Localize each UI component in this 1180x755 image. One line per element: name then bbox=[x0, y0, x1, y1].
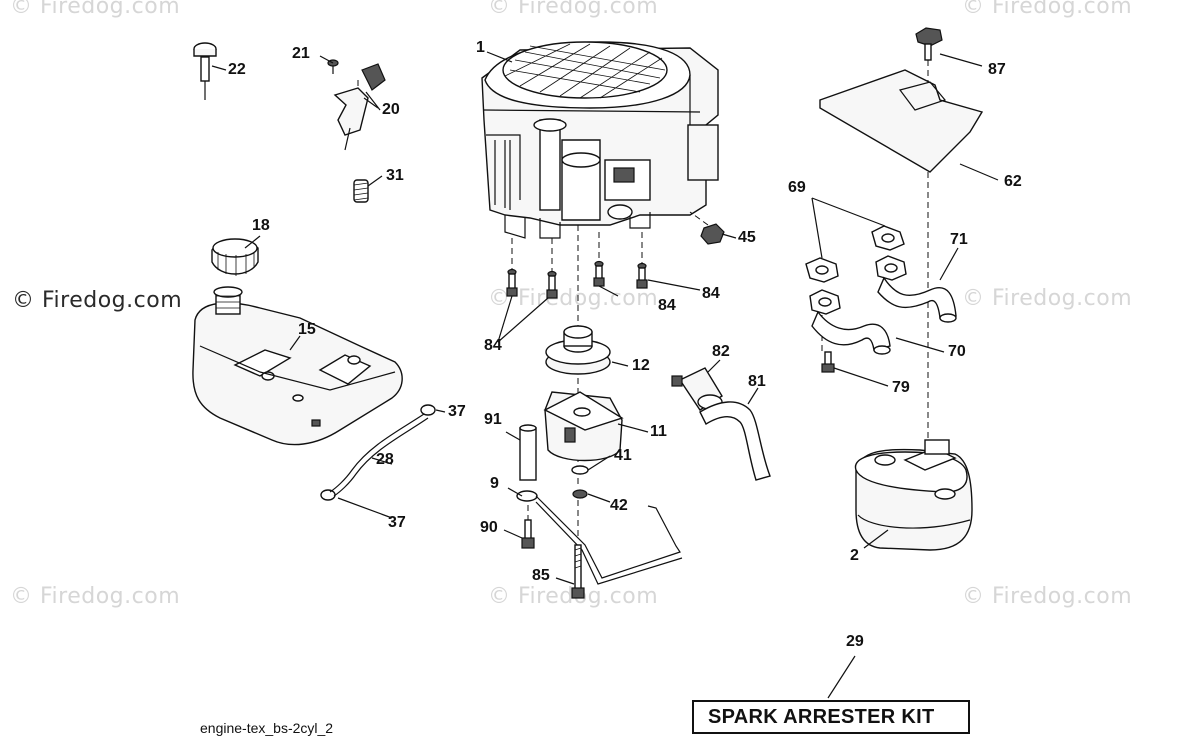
callout-2: 2 bbox=[850, 547, 859, 564]
callout-84-middle: 84 bbox=[658, 297, 676, 314]
part-9 bbox=[516, 490, 683, 585]
watermark: © Firedog.com bbox=[488, 0, 659, 19]
watermark: © Firedog.com bbox=[10, 584, 181, 609]
callout-31: 31 bbox=[386, 167, 404, 184]
callout-81: 81 bbox=[748, 373, 766, 390]
callout-20: 20 bbox=[382, 101, 400, 118]
part-85 bbox=[571, 544, 585, 599]
callout-82: 82 bbox=[712, 343, 730, 360]
watermark: © Firedog.com bbox=[962, 286, 1133, 311]
part-15 bbox=[192, 286, 403, 446]
part-71 bbox=[877, 276, 957, 323]
callout-21: 21 bbox=[292, 45, 310, 62]
callout-37-top: 37 bbox=[448, 403, 466, 420]
callout-70: 70 bbox=[948, 343, 966, 360]
part-20-21 bbox=[327, 59, 386, 151]
callout-29: 29 bbox=[846, 633, 864, 650]
part-87 bbox=[915, 27, 943, 61]
part-2 bbox=[854, 439, 973, 551]
part-11 bbox=[543, 391, 624, 462]
part-28-37 bbox=[320, 404, 436, 501]
callout-42: 42 bbox=[610, 497, 628, 514]
callout-85: 85 bbox=[532, 567, 550, 584]
leader-lines bbox=[211, 51, 999, 585]
callout-22: 22 bbox=[228, 61, 246, 78]
callout-79: 79 bbox=[892, 379, 910, 396]
watermark: © Firedog.com bbox=[962, 0, 1133, 19]
callout-45: 45 bbox=[738, 229, 756, 246]
callout-71: 71 bbox=[950, 231, 968, 248]
callout-18: 18 bbox=[252, 217, 270, 234]
callout-28: 28 bbox=[376, 451, 394, 468]
callout-69: 69 bbox=[788, 179, 806, 196]
part-81 bbox=[699, 401, 771, 481]
diagram-caption: engine-tex_bs-2cyl_2 bbox=[200, 720, 334, 736]
part-90 bbox=[521, 519, 535, 549]
part-91 bbox=[519, 424, 537, 481]
part-82 bbox=[671, 367, 723, 411]
callout-84-right: 84 bbox=[702, 285, 720, 302]
callout-15: 15 bbox=[298, 321, 316, 338]
engine-part-1 bbox=[481, 41, 719, 239]
bolts-84 bbox=[506, 260, 648, 299]
callout-12: 12 bbox=[632, 357, 650, 374]
part-42 bbox=[572, 489, 588, 499]
part-70 bbox=[811, 310, 891, 355]
callout-1: 1 bbox=[476, 39, 485, 56]
callout-91: 91 bbox=[484, 411, 502, 428]
part-12 bbox=[545, 325, 611, 375]
callout-11: 11 bbox=[650, 423, 667, 440]
watermark: © Firedog.com bbox=[10, 0, 181, 19]
watermark-prominent: © Firedog.com bbox=[12, 288, 183, 313]
spark-arrester-kit-label: SPARK ARRESTER KIT bbox=[692, 700, 970, 734]
watermark: © Firedog.com bbox=[962, 584, 1133, 609]
part-69 bbox=[805, 225, 907, 315]
part-62 bbox=[819, 69, 984, 173]
callout-90: 90 bbox=[480, 519, 498, 536]
callout-37-bottom: 37 bbox=[388, 514, 406, 531]
callout-62: 62 bbox=[1004, 173, 1022, 190]
callout-84-left: 84 bbox=[484, 337, 502, 354]
part-31 bbox=[353, 179, 369, 203]
part-41 bbox=[571, 465, 589, 475]
callout-87: 87 bbox=[988, 61, 1006, 78]
part-79 bbox=[821, 351, 835, 373]
part-22 bbox=[193, 42, 217, 100]
callout-9: 9 bbox=[490, 475, 499, 492]
part-18 bbox=[211, 238, 259, 276]
callout-41: 41 bbox=[614, 447, 632, 464]
part-45 bbox=[700, 223, 725, 245]
